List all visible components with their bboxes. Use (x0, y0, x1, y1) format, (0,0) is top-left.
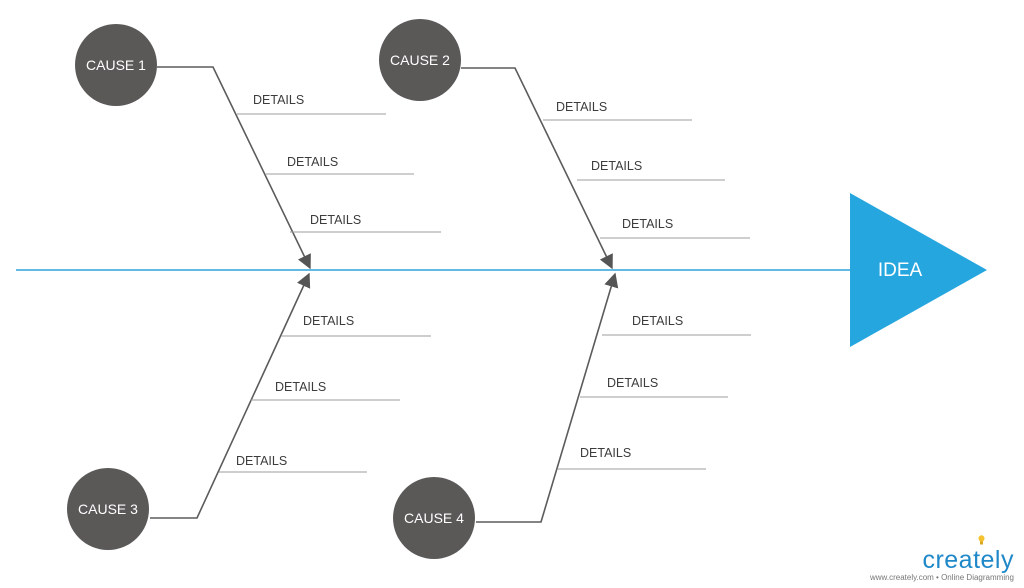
cause-1-node[interactable] (75, 24, 157, 106)
cause-3-node[interactable] (67, 468, 149, 550)
detail-label[interactable]: DETAILS (591, 159, 642, 173)
detail-label[interactable]: DETAILS (275, 380, 326, 394)
cause-3-bone (150, 272, 311, 519)
idea-head[interactable] (850, 193, 987, 347)
detail-label[interactable]: DETAILS (287, 155, 338, 169)
cause-4-node[interactable] (393, 477, 475, 559)
cause-2-node[interactable] (379, 19, 461, 101)
cause-4-bone (476, 272, 619, 523)
cause-2-label: CAUSE 2 (390, 52, 450, 68)
detail-label[interactable]: DETAILS (556, 100, 607, 114)
idea-label: IDEA (878, 260, 923, 281)
detail-label[interactable]: DETAILS (303, 314, 354, 328)
detail-label[interactable]: DETAILS (607, 376, 658, 390)
brand-tagline: www.creately.com • Online Diagramming (869, 573, 1014, 582)
detail-label[interactable]: DETAILS (622, 217, 673, 231)
detail-label[interactable]: DETAILS (236, 454, 287, 468)
cause-2-bone (461, 67, 613, 270)
lightbulb-icon (978, 535, 985, 545)
cause-3-label: CAUSE 3 (78, 501, 138, 517)
cause-1-label: CAUSE 1 (86, 57, 146, 73)
creately-branding[interactable]: creately www.creately.com • Online Diagr… (869, 546, 1014, 583)
brand-name: creately (922, 546, 1014, 574)
detail-label[interactable]: DETAILS (580, 446, 631, 460)
detail-label[interactable]: DETAILS (632, 314, 683, 328)
detail-label[interactable]: DETAILS (310, 213, 361, 227)
detail-label[interactable]: DETAILS (253, 93, 304, 107)
cause-4-label: CAUSE 4 (404, 510, 464, 526)
cause-1-bone (157, 66, 311, 270)
